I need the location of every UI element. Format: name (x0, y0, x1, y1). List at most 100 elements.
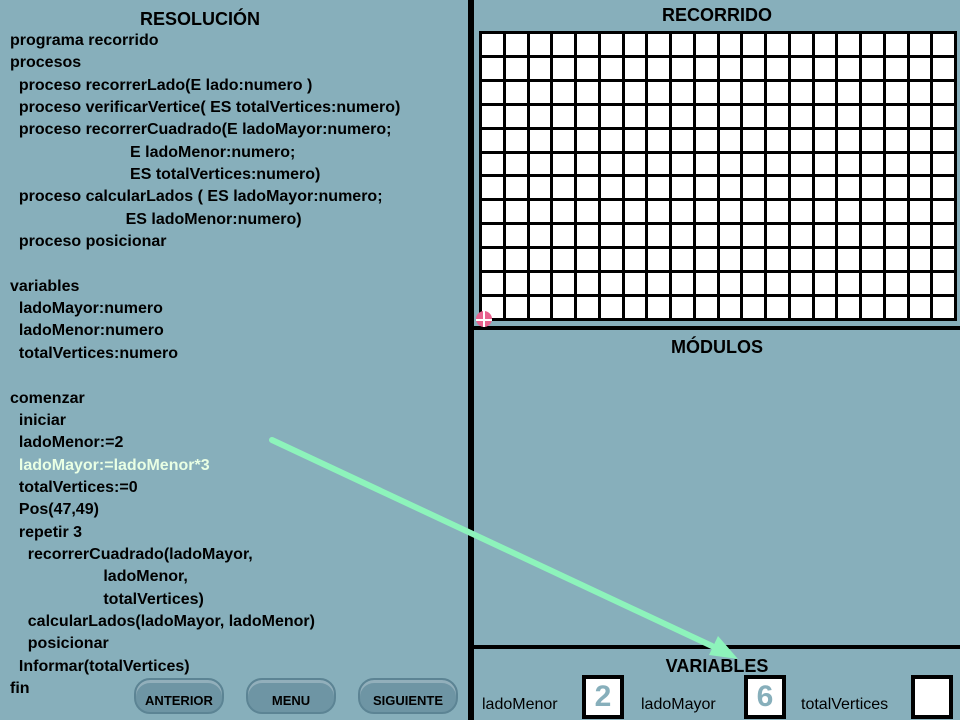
grid-cell (790, 153, 812, 175)
code-line: ladoMayor:numero (10, 300, 163, 318)
grid-cell (529, 297, 551, 318)
grid-cell (885, 225, 907, 247)
divider-modulos-variables (474, 645, 960, 649)
grid-cell (624, 34, 646, 55)
grid-cell (695, 297, 717, 318)
grid-cell (648, 201, 669, 223)
grid-cell (648, 177, 669, 199)
grid-cell (553, 297, 574, 318)
grid-cell (648, 81, 669, 103)
grid-cell (624, 201, 646, 223)
grid-cell (885, 249, 907, 271)
code-line: iniciar (10, 411, 67, 429)
grid-cell (767, 57, 788, 79)
grid-cell (529, 129, 551, 151)
code-line: proceso posicionar (10, 233, 167, 251)
code-line: Pos(47,49) (10, 501, 99, 519)
grid-cell (672, 129, 693, 151)
grid-cell (505, 81, 527, 103)
grid-cell (648, 153, 669, 175)
code-line: calcularLados(ladoMayor, ladoMenor) (10, 612, 315, 630)
siguiente-button[interactable]: SIGUIENTE (358, 678, 458, 714)
grid-cell (553, 57, 574, 79)
grid-cell (790, 177, 812, 199)
grid-cell (719, 81, 741, 103)
grid-cell (909, 105, 931, 127)
grid-cell (790, 81, 812, 103)
grid-cell (933, 105, 954, 127)
grid-cell (814, 297, 836, 318)
grid-cell (790, 57, 812, 79)
code-line: ES totalVertices:numero) (10, 166, 321, 184)
code-line: ladoMenor:=2 (10, 434, 124, 452)
grid-cell (838, 105, 859, 127)
grid-cell (719, 57, 741, 79)
grid-cell (885, 177, 907, 199)
grid-cell (553, 129, 574, 151)
grid-cell (482, 129, 503, 151)
grid-cell (505, 105, 527, 127)
ladomayor-label: ladoMayor (641, 696, 716, 713)
code-line: programa recorrido (10, 32, 159, 49)
grid-cell (505, 34, 527, 55)
grid-cell (600, 249, 622, 271)
grid-cell (933, 273, 954, 295)
grid-cell (909, 273, 931, 295)
grid-cell (862, 153, 883, 175)
recorrido-heading: RECORRIDO (661, 5, 772, 25)
code-line (10, 365, 400, 387)
grid-cell (767, 273, 788, 295)
grid-cell (933, 201, 954, 223)
grid-cell (624, 153, 646, 175)
grid-cell (767, 225, 788, 247)
grid-cell (909, 57, 931, 79)
code-line: E ladoMenor:numero; (10, 143, 296, 161)
grid-cell (672, 105, 693, 127)
grid-cell (529, 105, 551, 127)
grid-cell (600, 34, 622, 55)
grid-cell (814, 273, 836, 295)
grid-cell (695, 81, 717, 103)
grid-cell (909, 249, 931, 271)
code-line: procesos (10, 54, 82, 72)
anterior-button[interactable]: ANTERIOR (134, 678, 224, 714)
grid-cell (885, 57, 907, 79)
grid-cell (648, 34, 669, 55)
grid-cell (743, 177, 764, 199)
code-line: proceso recorrerCuadrado(E ladoMayor:num… (10, 121, 392, 139)
grid-cell (695, 225, 717, 247)
grid-cell (719, 249, 741, 271)
grid-cell (909, 129, 931, 151)
grid-cell (505, 249, 527, 271)
grid-cell (767, 201, 788, 223)
grid-cell (814, 201, 836, 223)
grid-cell (648, 105, 669, 127)
grid-cell (505, 177, 527, 199)
grid-cell (885, 297, 907, 318)
variables-heading: VARIABLES (665, 656, 769, 676)
code-line: totalVertices:numero (10, 344, 179, 362)
grid-cell (482, 273, 503, 295)
grid-cell (600, 81, 622, 103)
grid-cell (814, 81, 836, 103)
grid-cell (885, 105, 907, 127)
grid-cell (672, 297, 693, 318)
menu-button[interactable]: MENU (246, 678, 336, 714)
grid-cell (624, 225, 646, 247)
grid-cell (743, 105, 764, 127)
grid-cell (790, 34, 812, 55)
code-line: Informar(totalVertices) (10, 657, 190, 675)
grid-cell (862, 34, 883, 55)
grid-cell (577, 177, 598, 199)
grid-cell (553, 273, 574, 295)
grid-cell (933, 153, 954, 175)
grid-cell (672, 225, 693, 247)
grid-cell (743, 297, 764, 318)
grid-cell (600, 297, 622, 318)
ladomayor-value-box: 6 (744, 675, 786, 719)
code-line: ladoMayor:=ladoMenor*3 (10, 456, 210, 474)
grid-cell (672, 57, 693, 79)
grid-cell (814, 34, 836, 55)
grid-cell (529, 177, 551, 199)
grid-cell (743, 249, 764, 271)
